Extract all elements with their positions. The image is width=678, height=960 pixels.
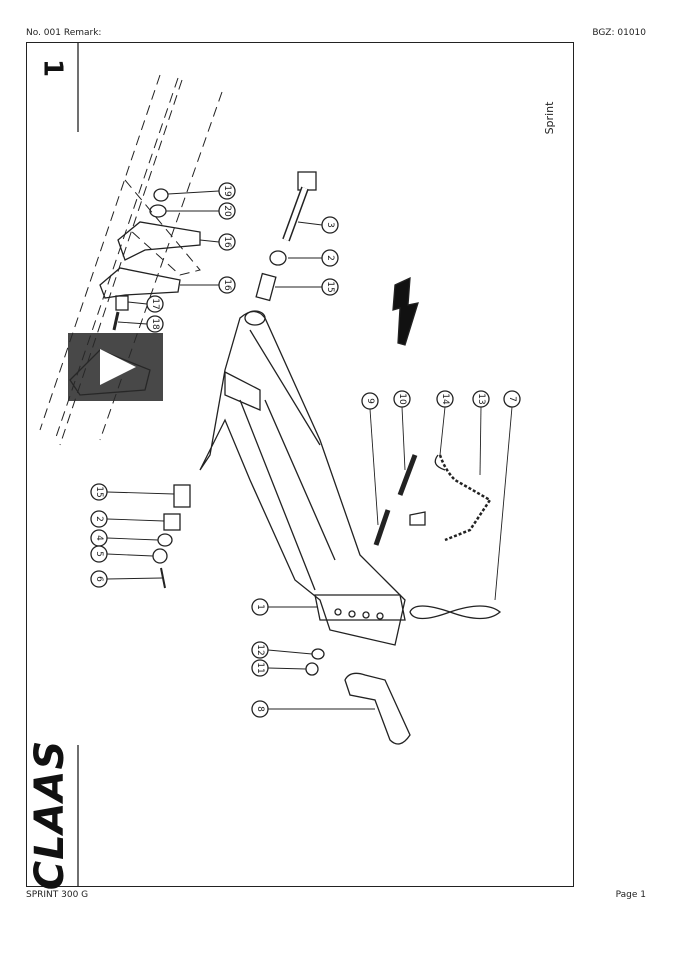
- leader-line: [494, 406, 513, 601]
- leader-line: [106, 518, 165, 522]
- bushing-2: [269, 250, 287, 266]
- bolt-18: [112, 311, 120, 331]
- figure-number: 1: [38, 59, 68, 77]
- callout-number: 17: [150, 298, 160, 309]
- callout-number: 4: [94, 535, 104, 541]
- mount-lug: [224, 370, 261, 411]
- pin-head: [297, 171, 317, 191]
- nut-11: [305, 662, 319, 676]
- callout-circle: [90, 545, 108, 563]
- frame-eye: [244, 310, 266, 326]
- callout-number: 5: [94, 551, 104, 557]
- callout-number: 11: [255, 662, 265, 673]
- leader-line: [267, 649, 313, 655]
- callout-number: 15: [94, 486, 104, 497]
- leader-line: [199, 239, 220, 243]
- leader-line: [106, 553, 154, 557]
- callout-circle: [218, 202, 236, 220]
- footer-page: Page 1: [615, 890, 646, 900]
- callout-circle: [436, 390, 454, 408]
- leader-line: [106, 491, 175, 495]
- callout-circle: [251, 598, 269, 616]
- leader-line: [267, 667, 307, 670]
- washer-12: [311, 648, 325, 660]
- leader-line: [369, 408, 379, 526]
- bracket-lower: [99, 267, 181, 299]
- callout-circle: [361, 392, 379, 410]
- direction-arrow-icon: [392, 276, 419, 346]
- hook-14: [434, 454, 446, 471]
- washer-20: [149, 204, 167, 218]
- leader-line: [106, 577, 163, 580]
- callout-number: 19: [222, 185, 232, 197]
- callout-number: 15: [325, 281, 335, 292]
- callout-number: 3: [325, 222, 335, 228]
- clip-7: [409, 605, 502, 620]
- play-icon: [100, 349, 136, 385]
- callout-circle: [251, 659, 269, 677]
- callout-circle: [218, 276, 236, 294]
- chain-13: [438, 454, 492, 542]
- callout-number: 13: [476, 393, 486, 404]
- leader-line: [127, 301, 148, 305]
- callout-circle: [146, 315, 164, 333]
- callout-number: 1: [255, 604, 265, 610]
- callout-circle: [251, 641, 269, 659]
- leader-line: [117, 321, 148, 325]
- callout-circle: [90, 510, 108, 528]
- callout-number: 14: [440, 393, 450, 405]
- nut-19: [153, 188, 169, 202]
- callout-number: 2: [94, 516, 104, 522]
- header-remark: No. 001 Remark:: [26, 28, 102, 38]
- callout-number: 16: [222, 279, 232, 291]
- callout-circle: [472, 390, 490, 408]
- leader-line: [479, 406, 482, 476]
- bolt-10: [397, 454, 418, 496]
- callout-circle: [503, 390, 521, 408]
- callout-number: 12: [255, 644, 265, 655]
- callout-circle: [218, 233, 236, 251]
- callout-circle: [146, 295, 164, 313]
- callout-circle: [218, 182, 236, 200]
- callout-circle: [251, 700, 269, 718]
- callout-circle: [90, 570, 108, 588]
- callout-circle: [90, 483, 108, 501]
- callout-circle: [321, 278, 339, 296]
- callout-number: 10: [397, 393, 407, 405]
- sleeve-15b: [173, 484, 191, 508]
- bolt-9: [373, 509, 391, 546]
- bushing-17: [115, 295, 129, 311]
- leader-line: [106, 537, 159, 541]
- cotter-6: [160, 567, 166, 589]
- callout-number: 8: [255, 706, 265, 712]
- sheet-title: Sprint: [543, 101, 556, 135]
- bushing-2b: [163, 513, 181, 531]
- leader-line: [401, 406, 406, 471]
- callout-number: 9: [365, 398, 375, 404]
- callout-number: 2: [325, 255, 335, 261]
- footer-model: SPRINT 300 G: [26, 890, 89, 900]
- lever-8: [344, 672, 411, 745]
- leader-line: [167, 190, 220, 195]
- leader-line: [439, 406, 446, 456]
- callout-number: 20: [222, 205, 232, 217]
- callout-circle: [321, 216, 339, 234]
- callout-number: 16: [222, 236, 232, 248]
- chain-plate: [409, 511, 426, 526]
- video-play-button[interactable]: [68, 333, 163, 401]
- callout-number: 7: [507, 396, 517, 402]
- callout-number: 18: [150, 318, 160, 330]
- header-bgz: BGZ: 01010: [592, 28, 646, 38]
- callout-number: 6: [94, 576, 104, 582]
- drawing-frame: [26, 42, 574, 887]
- nut-5: [152, 548, 168, 564]
- frame-holes: [334, 608, 384, 620]
- leader-line: [297, 221, 323, 226]
- washer-4: [157, 533, 173, 547]
- callout-circle: [393, 390, 411, 408]
- bracket-upper: [117, 221, 201, 261]
- sleeve-15: [255, 272, 277, 302]
- callout-circle: [321, 249, 339, 267]
- claas-logo: CLAAS: [27, 740, 73, 891]
